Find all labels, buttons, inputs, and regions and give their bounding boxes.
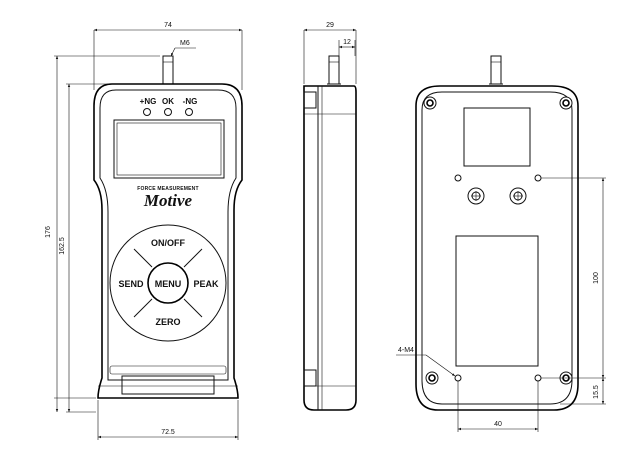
dim-hole-spacing-v: 100 [593,272,600,284]
menu-button[interactable]: MENU [155,279,182,289]
keypad: ON/OFF SEND MENU PEAK ZERO [109,224,227,342]
dim-width-bottom: 72.5 [161,429,175,436]
back-dimensions: 100 15.5 40 4-M4 [396,177,606,432]
side-dimensions: 29 12 [303,22,357,84]
back-shaft [489,55,503,85]
side-body [303,85,357,411]
dim-hole-spacing-h: 40 [494,421,502,428]
battery-contact-left-icon [467,187,485,205]
front-display [113,119,225,179]
dim-depth: 29 [326,22,334,29]
back-window-top [463,107,531,167]
dim-thread: M6 [180,40,190,47]
indicator-label-minus-ng: -NG [183,97,198,106]
onoff-button[interactable]: ON/OFF [151,238,185,248]
screw-top-right-icon [559,96,573,110]
zero-button[interactable]: ZERO [155,317,180,327]
side-shaft [327,55,341,85]
indicator-label-ok: OK [162,97,174,106]
dim-offset: 12 [343,39,351,46]
brand-logo: Motive [143,191,193,210]
dim-width-top: 74 [164,22,172,29]
mount-hole-icon [454,174,462,182]
led-plus-ng-icon [143,108,151,116]
dim-height-body: 162.5 [59,237,66,255]
screw-bottom-left-icon [425,371,439,385]
battery-contact-right-icon [509,187,527,205]
screw-top-left-icon [423,96,437,110]
peak-button[interactable]: PEAK [193,279,219,289]
back-view: 100 15.5 40 4-M4 [396,55,606,432]
led-minus-ng-icon [185,108,193,116]
indicator-label-plus-ng: +NG [140,97,157,106]
side-view: 29 12 [303,22,357,411]
front-view: +NG OK -NG FORCE MEASUREMENT Motive ON/O… [45,22,243,440]
dim-height-total: 176 [45,226,52,238]
dim-holes-callout: 4-M4 [398,347,414,354]
front-shaft [161,55,175,85]
brand-subtitle: FORCE MEASUREMENT [137,186,198,192]
send-button[interactable]: SEND [118,279,144,289]
back-housing [415,85,579,411]
front-dimensions: 74 M6 176 162.5 72.5 [45,22,243,440]
front-housing [93,83,243,399]
back-window-bottom [455,235,539,367]
dim-hole-from-bottom: 15.5 [593,385,600,399]
indicator-row: +NG OK -NG [140,97,198,116]
led-ok-icon [164,108,172,116]
